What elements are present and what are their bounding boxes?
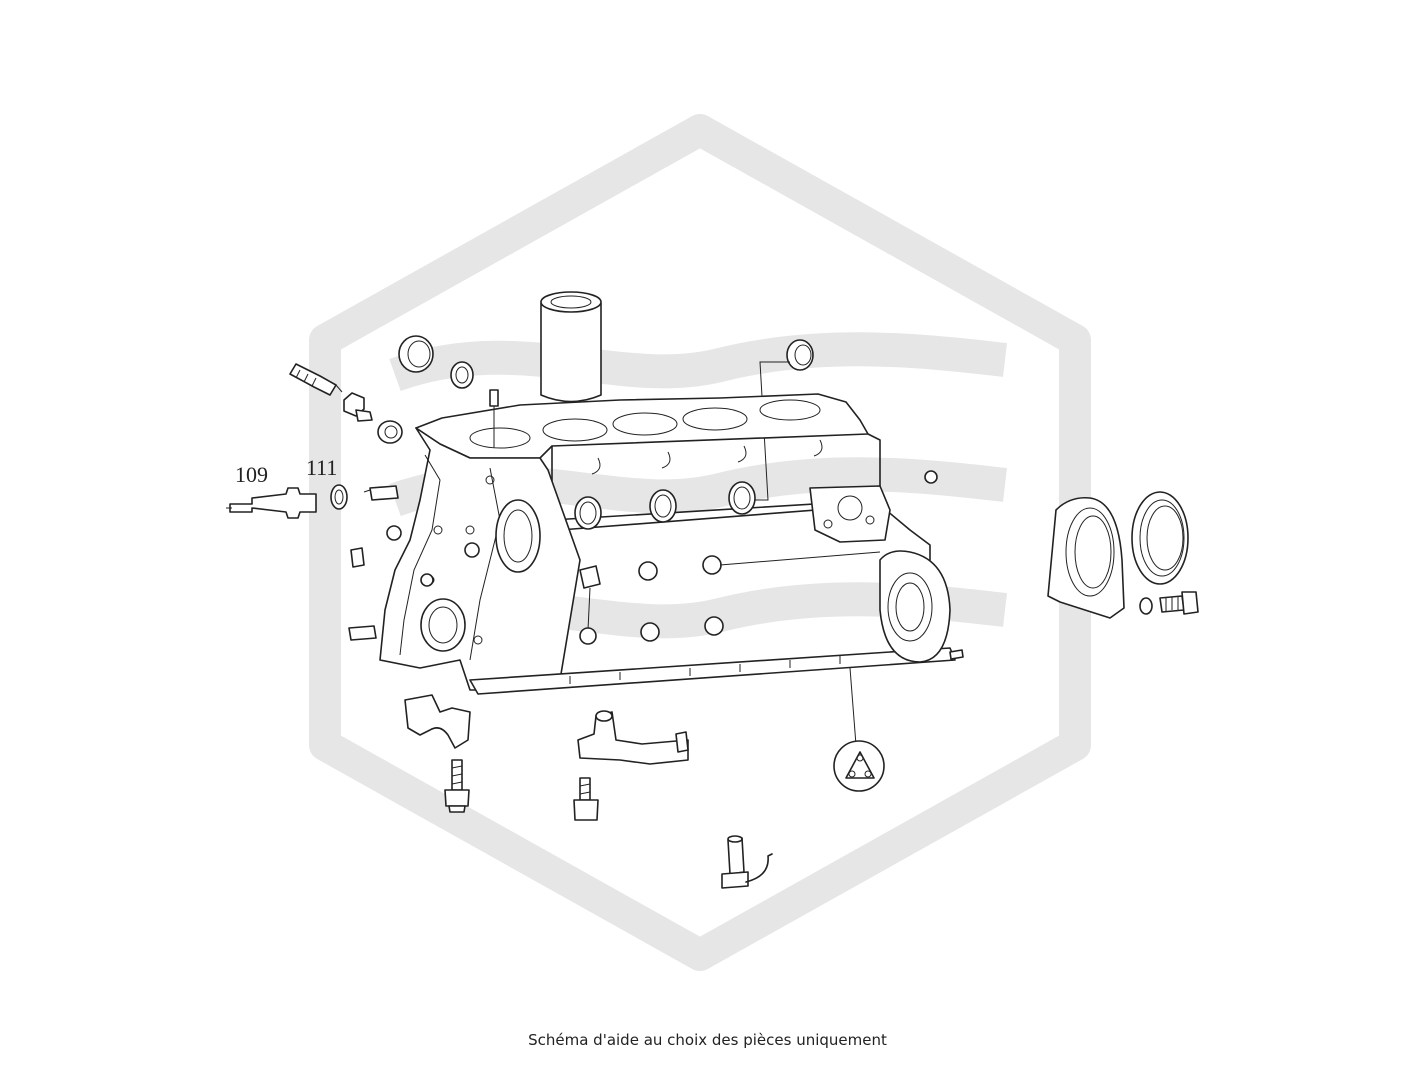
bearing-cap[interactable] [404, 694, 471, 749]
dowel-pin-lower[interactable] [348, 625, 377, 641]
callout-111: 111 [306, 455, 337, 480]
freeze-plug-large[interactable] [398, 335, 434, 373]
temperature-sensor[interactable] [289, 363, 343, 396]
small-plug[interactable] [386, 525, 402, 541]
part-111[interactable]: 111 [306, 455, 348, 510]
freeze-plug-right[interactable] [750, 339, 814, 501]
part-109[interactable]: 109 [226, 462, 317, 519]
cover-plate[interactable] [833, 667, 885, 792]
oil-nozzle[interactable] [721, 835, 773, 889]
oil-spray-bracket[interactable] [577, 710, 689, 765]
diagram-caption: Schéma d'aide au choix des pièces unique… [528, 1031, 887, 1049]
cylinder-liner[interactable] [540, 291, 602, 403]
bushings[interactable] [420, 470, 964, 660]
bolt-right[interactable] [1139, 591, 1199, 615]
rear-seal-carrier[interactable] [1047, 496, 1125, 619]
engine-block[interactable] [379, 389, 956, 695]
sleeve[interactable] [350, 547, 365, 568]
bolt-center[interactable] [573, 777, 599, 821]
seal-ring-small[interactable] [450, 361, 474, 389]
bolt-left[interactable] [444, 759, 470, 813]
rear-seal-ring[interactable] [1131, 491, 1189, 585]
dowel-pin[interactable] [363, 485, 399, 501]
drain-plug[interactable] [343, 392, 373, 422]
callout-109: 109 [235, 462, 268, 487]
seal-ring[interactable] [377, 420, 403, 444]
